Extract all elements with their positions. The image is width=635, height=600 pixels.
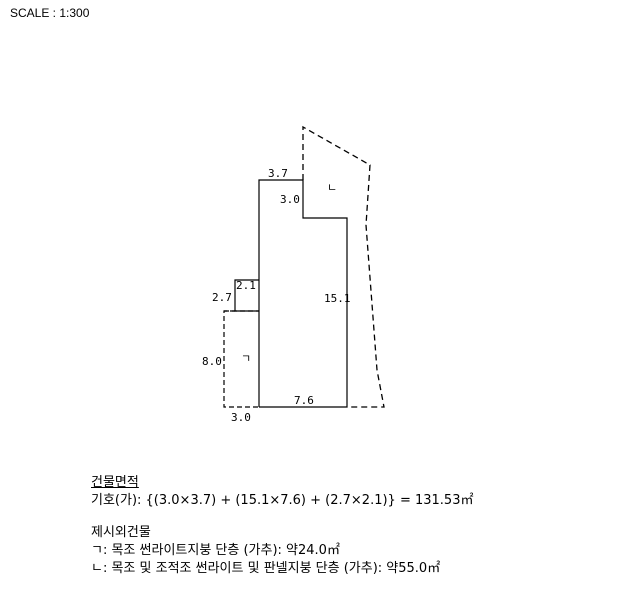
dim-top-width: 3.7 [268, 167, 288, 180]
annex-a-outline [223, 310, 259, 408]
dim-step-small-height: 2.7 [212, 291, 232, 304]
annex-b-outline [302, 125, 385, 408]
annex-a-mark: ㄱ [241, 352, 251, 365]
dim-bottom-width: 7.6 [294, 394, 314, 407]
annex-b-mark: ㄴ [327, 181, 337, 194]
excluded-title: 제시외건물 [91, 525, 151, 540]
dim-left-lower-height: 8.0 [202, 355, 222, 368]
dim-bottom-left: 3.0 [231, 411, 251, 424]
dim-step-small-width: 2.1 [236, 279, 256, 292]
area-formula: 기호(가): {(3.0×3.7) + (15.1×7.6) + (2.7×2.… [91, 493, 474, 508]
area-title: 건물면적 [91, 475, 139, 490]
dim-step-upper: 3.0 [280, 193, 300, 206]
scale-label: SCALE : 1:300 [10, 6, 90, 20]
dim-right-height: 15.1 [324, 292, 351, 305]
area-notes: 건물면적 기호(가): {(3.0×3.7) + (15.1×7.6) + (2… [91, 474, 473, 578]
main-building-outline [234, 179, 348, 408]
excluded-item-b: ㄴ: 목조 및 조적조 썬라이트 및 판넬지붕 단층 (가추): 약55.0㎡ [91, 561, 441, 576]
excluded-item-a: ㄱ: 목조 썬라이트지붕 단층 (가추): 약24.0㎡ [91, 543, 340, 558]
